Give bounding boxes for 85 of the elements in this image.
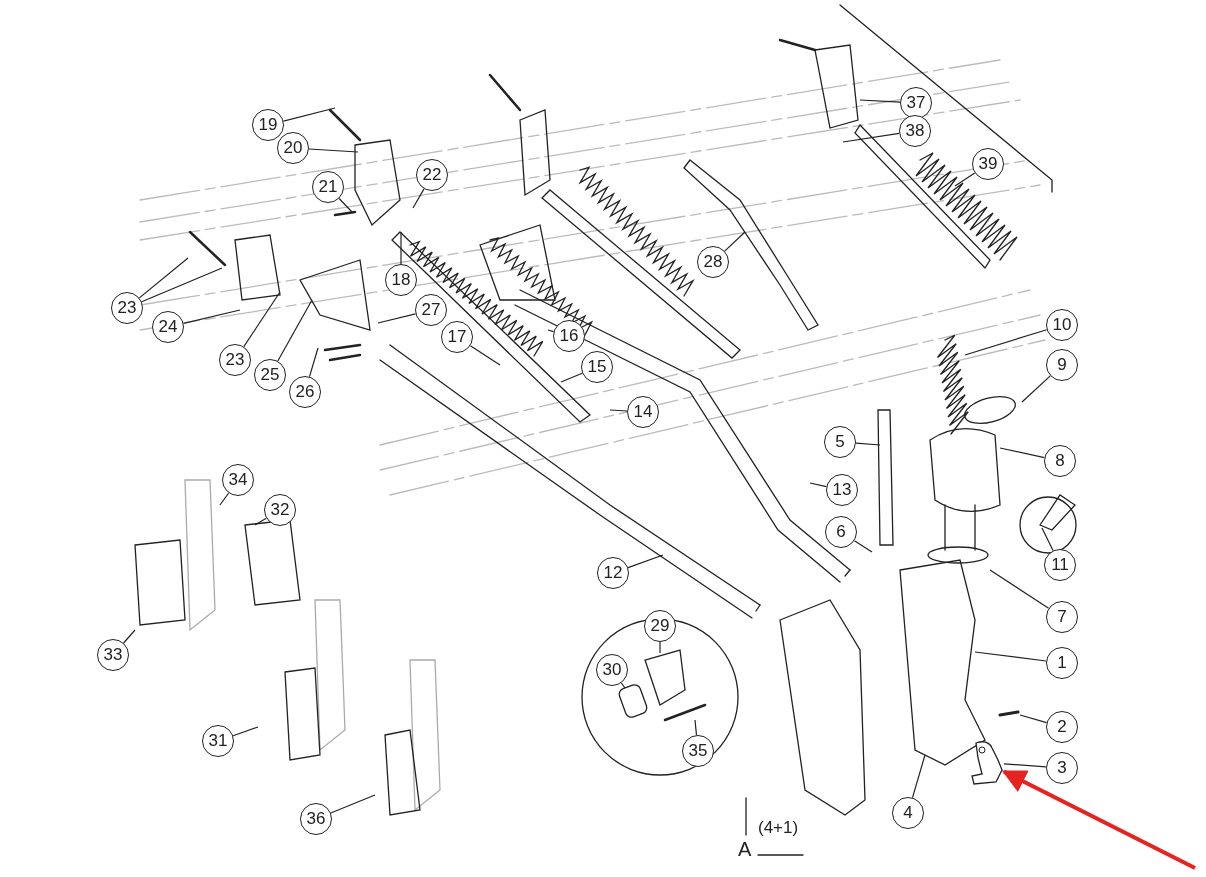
leader-line — [999, 447, 1045, 459]
leader-line — [1003, 763, 1047, 768]
leader-line — [469, 345, 501, 366]
callout-number: 20 — [277, 132, 309, 164]
leader-line — [989, 569, 1050, 609]
leader-line — [138, 257, 189, 299]
leader-line — [282, 107, 336, 122]
leader-line — [141, 267, 223, 303]
callout-number: 36 — [300, 803, 332, 835]
callout-number: 13 — [826, 474, 858, 506]
callout-number: 15 — [581, 351, 613, 383]
callout-number: 3 — [1046, 752, 1078, 784]
callout-number: 7 — [1046, 601, 1078, 633]
leader-line — [620, 682, 626, 689]
callout-number: 23 — [111, 292, 143, 324]
callout-number: 22 — [416, 159, 448, 191]
callout-number: 10 — [1046, 309, 1078, 341]
leader-line — [855, 442, 881, 446]
leader-line — [338, 197, 353, 213]
callout-number: 9 — [1046, 349, 1078, 381]
leader-line — [400, 231, 402, 265]
callout-number: 2 — [1046, 711, 1078, 743]
quantity-note: (4+1) — [758, 818, 799, 838]
callout-number: 25 — [254, 359, 286, 391]
leader-line — [1019, 714, 1048, 724]
callout-number: 30 — [596, 654, 628, 686]
leader-line — [627, 554, 664, 569]
callout-number: 31 — [202, 725, 234, 757]
callout-number: 17 — [441, 321, 473, 353]
leader-line — [911, 754, 926, 799]
leader-line — [547, 329, 555, 333]
callout-number: 11 — [1044, 549, 1076, 581]
callout-number: 14 — [627, 396, 659, 428]
callout-number: 21 — [312, 171, 344, 203]
view-letter: A — [738, 838, 752, 861]
leader-line — [609, 409, 628, 412]
callout-number: 35 — [682, 735, 714, 767]
shovel-tip-drawing — [968, 740, 1004, 785]
callout-number: 4 — [892, 797, 924, 829]
leader-line — [859, 99, 901, 103]
leader-line — [412, 188, 425, 209]
callout-number: 33 — [97, 639, 129, 671]
leader-line — [219, 492, 230, 506]
callout-number: 29 — [644, 610, 676, 642]
callout-number: 24 — [152, 311, 184, 343]
callout-number: 6 — [825, 516, 857, 548]
leader-line — [308, 148, 359, 153]
leader-line — [694, 719, 698, 736]
callout-number: 8 — [1044, 445, 1076, 477]
leader-line — [1041, 527, 1054, 552]
leader-line — [183, 309, 241, 324]
arrow — [1001, 769, 1196, 870]
callout-number: 12 — [597, 557, 629, 589]
leader-line — [964, 329, 1048, 356]
callout-number: 38 — [899, 115, 931, 147]
callout-number: 39 — [972, 148, 1004, 180]
leader-line — [254, 517, 267, 526]
leader-line — [277, 299, 313, 362]
leader-line — [123, 629, 136, 644]
callout-number: 34 — [222, 464, 254, 496]
leader-line — [724, 231, 746, 252]
leader-line — [243, 291, 281, 348]
leader-line — [809, 482, 827, 488]
callout-number: 28 — [697, 246, 729, 278]
leader-line — [974, 651, 1047, 662]
leader-line — [954, 172, 976, 187]
callout-number: 26 — [289, 376, 321, 408]
leader-line — [232, 726, 259, 737]
callout-number: 23 — [219, 344, 251, 376]
leader-line — [1021, 375, 1051, 403]
callout-number: 37 — [900, 87, 932, 119]
callout-number: 18 — [385, 264, 417, 296]
leader-line — [330, 794, 376, 814]
leader-line — [853, 540, 873, 553]
callout-number: 19 — [252, 109, 284, 141]
callout-number: 27 — [415, 294, 447, 326]
callout-number: 32 — [264, 494, 296, 526]
leader-line — [659, 641, 661, 654]
leader-line — [308, 347, 319, 378]
callout-number: 1 — [1046, 647, 1078, 679]
leader-line — [842, 132, 900, 143]
callout-number: 5 — [824, 426, 856, 458]
leader-line — [377, 313, 417, 324]
leader-line — [560, 372, 583, 383]
callout-number: 16 — [553, 320, 585, 352]
